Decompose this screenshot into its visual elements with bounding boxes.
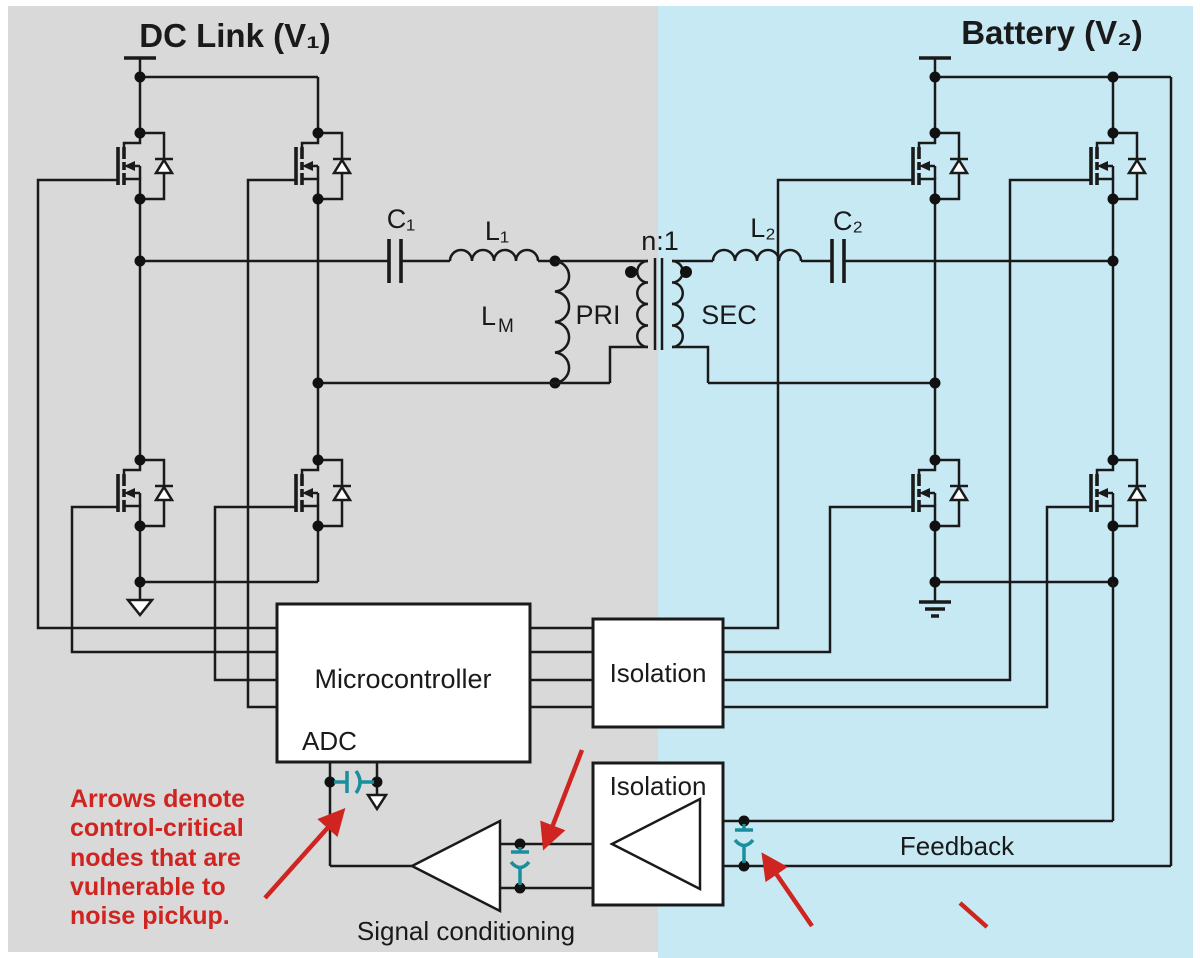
arrow-tail-stroke [958, 901, 989, 929]
label-c1: C₁ [387, 204, 416, 234]
arrow-signal-node [540, 749, 585, 851]
arrow-feedback-node [761, 852, 814, 928]
note-line-5: noise pickup. [70, 902, 230, 930]
label-l2: L₂ [750, 213, 776, 243]
secondary-tank [672, 239, 1119, 389]
microcontroller-block [275, 602, 532, 764]
note-line-3: nodes that are [70, 844, 241, 872]
label-c2: C₂ [833, 206, 863, 236]
inductor-l2 [711, 248, 803, 262]
note-line-1: Arrows denote [70, 785, 245, 813]
note-line-2: control-critical [70, 814, 244, 842]
adc-filter-capacitor [334, 769, 374, 795]
adc-label: ADC [302, 726, 357, 756]
label-turns-ratio: n:1 [641, 226, 679, 256]
feedback-filter-capacitor [733, 824, 755, 863]
microcontroller-label: Microcontroller [314, 664, 491, 694]
control-section [275, 602, 1171, 914]
arrow-adc-node [263, 807, 346, 900]
right-full-bridge [723, 58, 1173, 866]
inductor-l1 [448, 248, 540, 262]
isolation-gate-block [591, 617, 725, 729]
resonant-tank [134, 239, 648, 389]
note-line-4: vulnerable to [70, 873, 226, 901]
noise-note: Arrows denote control-critical nodes tha… [70, 785, 245, 930]
signal-conditioning-label: Signal conditioning [357, 916, 575, 946]
left-full-bridge [36, 56, 951, 709]
label-l1: L₁ [485, 216, 509, 246]
noise-annotations [263, 749, 989, 929]
label-lm: L [481, 301, 496, 331]
label-lm-sub: M [498, 316, 514, 337]
transformer [625, 258, 692, 350]
signal-ground-icon [125, 598, 155, 618]
isolation-gate-label: Isolation [610, 658, 707, 688]
dc-link-title: DC Link (V₁) [139, 17, 330, 54]
primary-polarity-dot [625, 266, 637, 278]
earth-ground-icon [919, 600, 951, 618]
isolation-amp [609, 796, 702, 892]
secondary-polarity-dot [680, 266, 692, 278]
primary-winding [636, 259, 649, 349]
signal-conditioning-amp [409, 818, 502, 914]
label-sec: SEC [701, 300, 757, 330]
secondary-winding [671, 259, 684, 349]
inductor-lm [554, 259, 571, 385]
battery-title: Battery (V₂) [961, 14, 1143, 51]
transformer-core [653, 258, 664, 350]
signal-conditioning-capacitor [509, 847, 531, 885]
isolation-feedback-label: Isolation [610, 771, 707, 801]
feedback-label: Feedback [900, 831, 1015, 861]
adc-ground-icon [365, 793, 389, 812]
label-pri: PRI [575, 300, 620, 330]
